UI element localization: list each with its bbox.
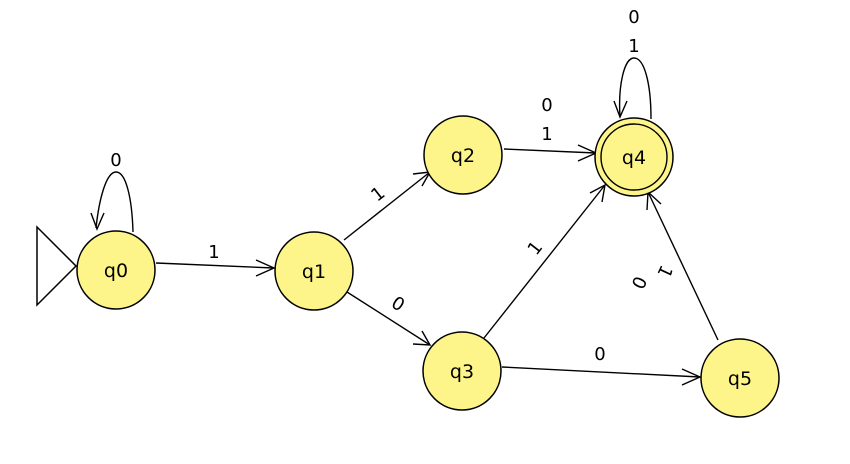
edge-q2-q4 xyxy=(503,148,597,154)
edge-label-q2-q4-b: 1 xyxy=(541,124,552,145)
edge-q3-q4 xyxy=(483,184,606,339)
state-q3[interactable]: q3 xyxy=(422,331,502,411)
state-q2[interactable]: q2 xyxy=(423,115,503,195)
arrowhead-q3-q5 xyxy=(681,368,702,386)
arrowhead-q1-q3 xyxy=(412,330,432,346)
edge-q3-q5 xyxy=(501,366,701,378)
edge-label-q1-q2: 1 xyxy=(367,183,389,207)
arrowhead-q4-q4 xyxy=(613,100,628,119)
edge-label-q2-q4-a: 0 xyxy=(541,95,552,116)
edge-label-q0-q1: 1 xyxy=(208,242,219,263)
state-label-q3: q3 xyxy=(450,361,474,383)
edge-label-q3-q4: 1 xyxy=(524,237,548,259)
edge-q0-q1 xyxy=(155,262,275,269)
state-label-q5: q5 xyxy=(728,368,752,390)
edge-label-q4-q4-a: 0 xyxy=(628,7,639,28)
arrowhead-q0-q1 xyxy=(255,259,276,277)
state-label-q4: q4 xyxy=(622,147,646,169)
state-q1[interactable]: q1 xyxy=(274,231,354,311)
state-label-q1: q1 xyxy=(302,261,326,283)
edge-q4-q4 xyxy=(618,57,652,120)
edge-q1-q3 xyxy=(346,291,431,346)
edge-label-q3-q5: 0 xyxy=(594,344,605,365)
edge-label-q1-q3: 0 xyxy=(387,292,408,316)
start-arrow-icon xyxy=(36,225,78,307)
edge-label-q0-q0: 0 xyxy=(110,150,121,171)
edge-q5-q4 xyxy=(647,191,719,341)
edge-label-q5-q4-b: 0 xyxy=(627,273,651,292)
edge-label-q5-q4-a: 1 xyxy=(653,262,677,281)
edge-q0-q0 xyxy=(95,171,134,233)
edge-q1-q2 xyxy=(343,171,431,241)
state-label-q2: q2 xyxy=(451,145,475,167)
state-label-q0: q0 xyxy=(104,260,128,282)
arrowhead-q0-q0 xyxy=(90,212,105,231)
final-state-ring xyxy=(600,123,668,191)
state-q0[interactable]: q0 xyxy=(76,230,156,310)
state-q4[interactable]: q4 xyxy=(594,117,674,197)
state-q5[interactable]: q5 xyxy=(700,338,780,418)
edge-label-q4-q4-b: 1 xyxy=(628,36,639,57)
arrowhead-q3-q4 xyxy=(589,183,606,203)
